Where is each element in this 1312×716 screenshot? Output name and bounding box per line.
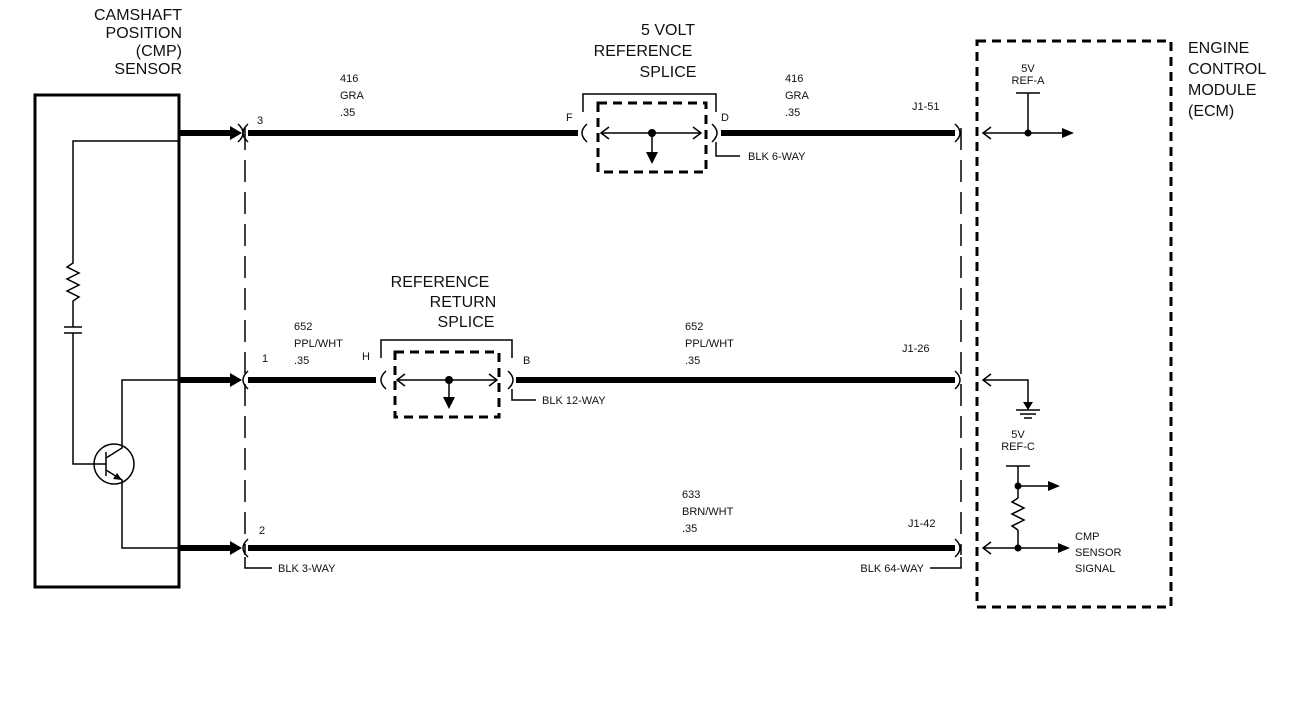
wire-633-color: BRN/WHT xyxy=(682,506,734,518)
wire-633-sensor-pin: 2 xyxy=(259,525,265,537)
splice-5v-reference: 5 VOLT REFERENCE SPLICE F D BLK 6-WAY xyxy=(566,22,806,174)
ecm-ref-a-line-1: 5V xyxy=(1021,63,1035,75)
ecm-housing xyxy=(975,39,1173,609)
splice-return-connector: BLK 12-WAY xyxy=(542,395,606,407)
ecm-connector-label: BLK 64-WAY xyxy=(860,563,924,575)
wire-416-color-left: GRA xyxy=(340,90,365,102)
engine-control-module: ENGINE CONTROL MODULE (ECM) 5V REF-A 5V xyxy=(975,39,1266,609)
splice-return-title-line-2: RETURN xyxy=(430,294,497,311)
splice-return-title-line-1: REFERENCE xyxy=(391,274,490,291)
ecm-ground-circuit xyxy=(981,373,1040,419)
sensor-title-line-4: SENSOR xyxy=(114,61,182,78)
sensor-title-line-2: POSITION xyxy=(106,25,182,42)
wire-652-circuit-left: 652 xyxy=(294,321,312,333)
sensor-title-line-3: (CMP) xyxy=(136,43,182,60)
wire-416-color-right: GRA xyxy=(785,90,810,102)
ecm-signal-line-3: SIGNAL xyxy=(1075,563,1115,575)
wire-circuit-652: 1 652 PPL/WHT .35 652 PPL/WHT .35 J1-26 xyxy=(179,321,955,387)
wire-652-gauge-left: .35 xyxy=(294,355,309,367)
ecm-signal-line-1: CMP xyxy=(1075,531,1099,543)
wire-416-ecm-pin: J1-51 xyxy=(912,101,940,113)
wire-633-circuit: 633 xyxy=(682,489,700,501)
splice-return-pin-left: H xyxy=(362,351,370,363)
wire-652-gauge-right: .35 xyxy=(685,355,700,367)
ecm-title-line-1: ENGINE xyxy=(1188,40,1249,57)
ecm-title-line-3: MODULE xyxy=(1188,82,1256,99)
ecm-ref-c-circuit: 5V REF-C CMP SENSOR SIGNAL xyxy=(981,429,1122,575)
wire-652-circuit-right: 652 xyxy=(685,321,703,333)
splice-5v-title-line-1: 5 VOLT xyxy=(641,22,695,39)
ecm-ref-a-line-2: REF-A xyxy=(1012,75,1046,87)
sensor-housing xyxy=(33,93,181,589)
sensor-connector-label: BLK 3-WAY xyxy=(278,563,336,575)
splice-reference-return: REFERENCE RETURN SPLICE H B BLK 12-WAY xyxy=(362,274,606,419)
cmp-sensor: CAMSHAFT POSITION (CMP) SENSOR xyxy=(33,7,182,589)
wire-633-gauge: .35 xyxy=(682,523,697,535)
splice-5v-title-line-2: REFERENCE xyxy=(594,43,693,60)
sensor-title-line-1: CAMSHAFT xyxy=(94,7,182,24)
resistor-icon xyxy=(65,255,81,310)
splice-return-title-line-3: SPLICE xyxy=(438,314,495,331)
transistor-icon xyxy=(93,443,135,485)
pullup-resistor-icon xyxy=(1010,497,1026,531)
sensor-internal-circuit xyxy=(64,140,179,549)
wire-652-color-right: PPL/WHT xyxy=(685,338,734,350)
splice-return-pin-right: B xyxy=(523,355,530,367)
ecm-ref-c-line-2: REF-C xyxy=(1001,441,1035,453)
wire-416-circuit-right: 416 xyxy=(785,73,803,85)
sensor-connector: BLK 3-WAY xyxy=(242,123,336,575)
wire-652-sensor-pin: 1 xyxy=(262,353,268,365)
wire-circuit-416: 3 416 GRA .35 416 GRA .35 J1-51 xyxy=(179,73,955,143)
wire-652-color-left: PPL/WHT xyxy=(294,338,343,350)
ecm-connector: BLK 64-WAY xyxy=(860,123,962,575)
wire-633-ecm-pin: J1-42 xyxy=(908,518,936,530)
wire-416-gauge-right: .35 xyxy=(785,107,800,119)
splice-5v-pin-left: F xyxy=(566,112,573,124)
ecm-title-line-2: CONTROL xyxy=(1188,61,1266,78)
wire-416-gauge-left: .35 xyxy=(340,107,355,119)
ecm-title-line-4: (ECM) xyxy=(1188,103,1234,120)
splice-5v-connector: BLK 6-WAY xyxy=(748,151,806,163)
wire-652-ecm-pin: J1-26 xyxy=(902,343,930,355)
ecm-ref-c-line-1: 5V xyxy=(1011,429,1025,441)
ecm-signal-line-2: SENSOR xyxy=(1075,547,1122,559)
splice-5v-pin-right: D xyxy=(721,112,729,124)
wire-416-circuit-left: 416 xyxy=(340,73,358,85)
ecm-ref-a-circuit: 5V REF-A xyxy=(981,63,1074,140)
wire-416-sensor-pin: 3 xyxy=(257,115,263,127)
splice-5v-title-line-3: SPLICE xyxy=(640,64,697,81)
wire-circuit-633: 2 633 BRN/WHT .35 J1-42 xyxy=(179,489,955,555)
